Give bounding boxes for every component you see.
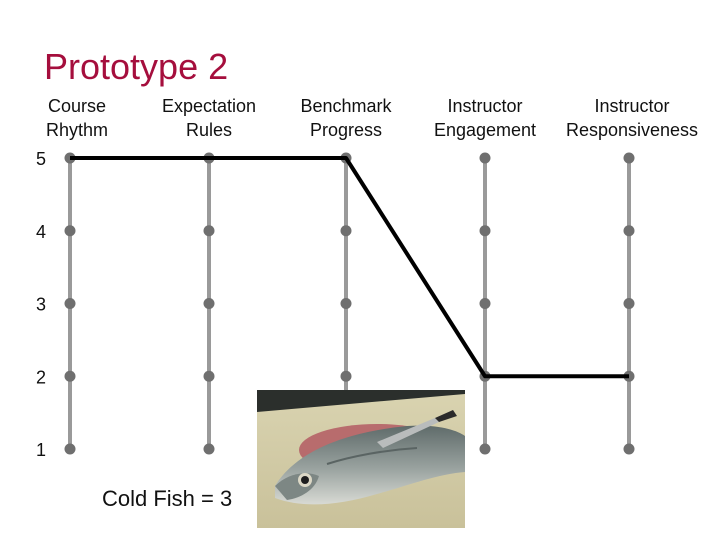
axis-dot — [64, 443, 76, 455]
axis-dot — [64, 370, 76, 382]
axis-dot — [203, 298, 215, 309]
y-tick-label: 4 — [36, 222, 46, 242]
axis-dot — [623, 443, 635, 455]
axis-dot — [203, 370, 215, 382]
axis-dot — [340, 225, 352, 237]
axis-dot — [203, 225, 215, 237]
axis-dot — [479, 443, 491, 455]
caption: Cold Fish = 3 — [102, 486, 233, 511]
y-tick-label: 2 — [36, 367, 46, 387]
y-tick-label: 1 — [36, 440, 46, 460]
axis-dot — [340, 298, 352, 309]
axis-dot — [340, 370, 352, 382]
axis-dot — [479, 225, 491, 237]
axis-dot — [623, 298, 635, 309]
axis-dot — [623, 225, 635, 237]
axis-dot — [203, 443, 215, 455]
cold-fish-photo — [257, 390, 465, 528]
y-tick-label: 3 — [36, 295, 46, 315]
slide-title: Prototype 2 — [44, 46, 229, 87]
axis-dot — [623, 152, 635, 164]
axis-dot — [64, 298, 76, 309]
axis-dot — [479, 152, 491, 164]
profile-line — [70, 156, 629, 379]
axis-dot — [479, 298, 491, 309]
y-tick-label: 5 — [36, 149, 46, 169]
axis-dot — [64, 225, 76, 237]
